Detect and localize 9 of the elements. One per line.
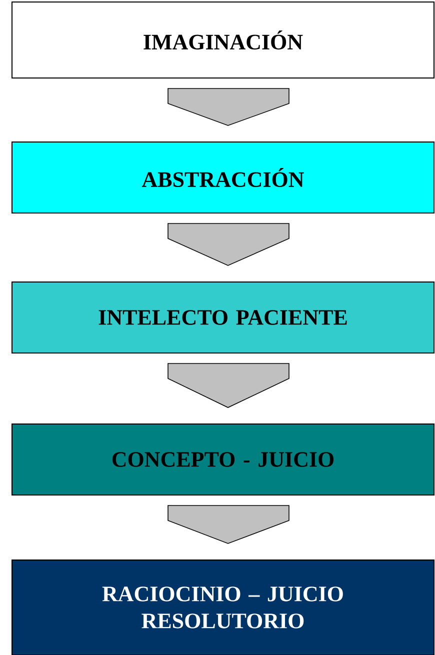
process-box: RACIOCINIO – JUICIO RESOLUTORIO: [12, 560, 434, 655]
process-box: IMAGINACIÓN: [12, 2, 434, 78]
process-box: ABSTRACCIÓN: [12, 142, 434, 214]
process-box: CONCEPTO - JUICIO: [12, 424, 434, 496]
process-box: INTELECTO PACIENTE: [12, 282, 434, 354]
block-arrow: [168, 363, 290, 408]
block-arrow: [168, 88, 290, 126]
block-arrow: [168, 505, 290, 544]
block-arrow: [168, 223, 290, 266]
